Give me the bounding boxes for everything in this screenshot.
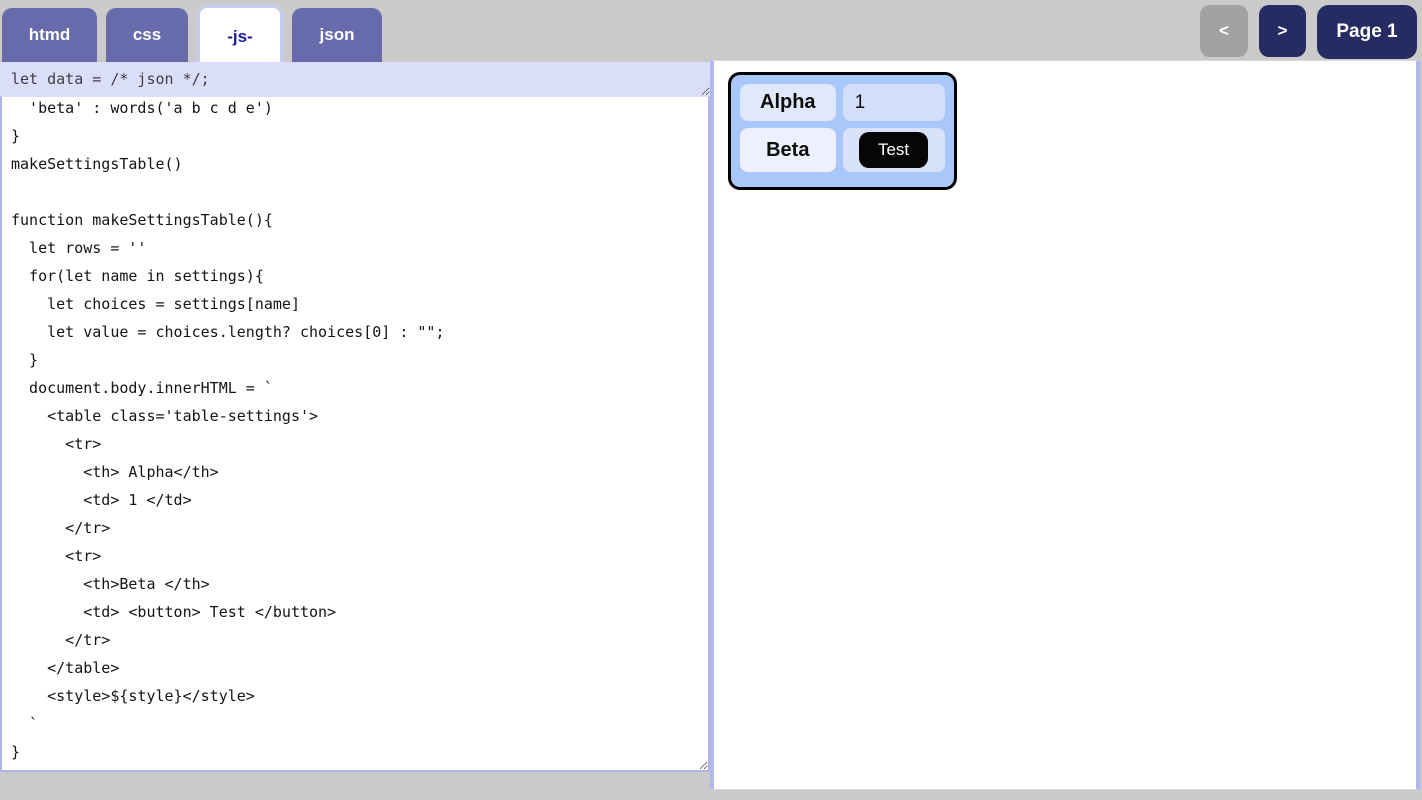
tab-json[interactable]: json (292, 8, 382, 62)
settings-table: Alpha 1 Beta Test (728, 72, 957, 190)
table-row-beta: Beta Test (740, 128, 945, 172)
tab-js[interactable]: -js- (197, 5, 283, 65)
setting-value-cell: 1 (842, 84, 945, 121)
setting-button-cell: Test (842, 128, 945, 172)
setting-name-cell: Beta (740, 128, 836, 172)
file-tab-bar: htmd css -js- json (2, 5, 382, 65)
tab-css[interactable]: css (106, 8, 188, 62)
page-controls: < > Page 1 (1200, 5, 1417, 59)
next-page-button[interactable]: > (1259, 5, 1306, 57)
preview-pane: Alpha 1 Beta Test (710, 60, 1420, 790)
prev-page-button[interactable]: < (1200, 5, 1248, 57)
js-code-textarea[interactable]: 'beta' : words('a b c d e') } makeSettin… (0, 96, 710, 772)
test-button[interactable]: Test (858, 132, 929, 168)
page-indicator-button[interactable]: Page 1 (1317, 5, 1417, 59)
editor-pane: let data = /* json */; 'beta' : words('a… (0, 62, 710, 772)
table-row-alpha: Alpha 1 (740, 84, 945, 121)
tab-htmd[interactable]: htmd (2, 8, 97, 62)
setting-name-cell: Alpha (740, 84, 836, 121)
first-line-textarea[interactable]: let data = /* json */; (0, 62, 710, 96)
